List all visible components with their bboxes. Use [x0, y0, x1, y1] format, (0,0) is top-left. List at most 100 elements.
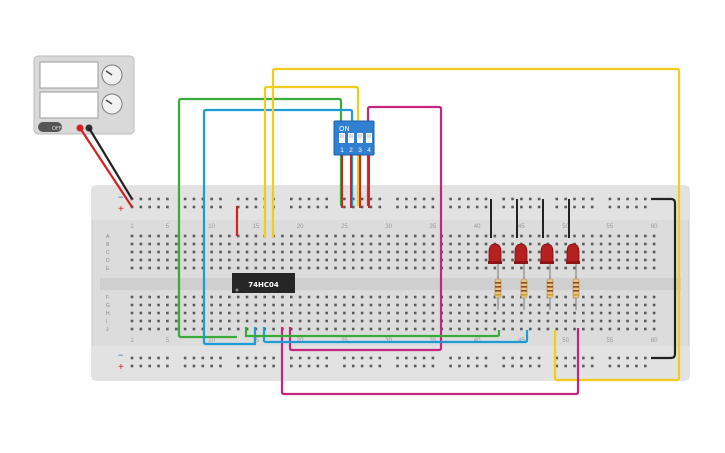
column-number: 60 — [651, 224, 658, 230]
resistor-band — [573, 290, 579, 292]
row-letter: B — [106, 242, 110, 248]
resistor-band — [547, 282, 553, 284]
dip-switch-number: 2 — [349, 147, 353, 154]
center-channel — [100, 278, 681, 290]
rail-bottom-minus-label: − — [118, 350, 123, 360]
row-letter: F — [106, 295, 109, 301]
ic-74hc04[interactable]: 74HC04 — [232, 273, 295, 293]
wire-yellow-led[interactable] — [271, 67, 681, 382]
power-button-label: OFF — [52, 126, 62, 132]
column-number: 15 — [253, 338, 260, 344]
column-number: 30 — [385, 224, 392, 230]
dip-switch-number: 3 — [358, 147, 362, 154]
resistor-band — [495, 282, 501, 284]
row-letter: C — [106, 250, 110, 256]
wire-yellow-switch[interactable] — [263, 85, 360, 238]
dip-switch-key-slider-3 — [358, 134, 362, 138]
led-4-body — [566, 243, 580, 263]
row-letter: A — [106, 234, 110, 240]
resistor-band — [573, 286, 579, 288]
led-2[interactable] — [514, 243, 528, 278]
power-supply[interactable]: OFF — [33, 55, 135, 135]
column-number: 60 — [651, 338, 658, 344]
resistor-band — [521, 282, 527, 284]
row-letter: G — [106, 303, 110, 309]
column-number: 40 — [474, 224, 481, 230]
supply-wire-positive[interactable] — [79, 127, 133, 208]
dip-switch-number: 1 — [340, 147, 344, 154]
wire-green[interactable] — [177, 97, 343, 339]
rail-bottom-plus-label: + — [118, 362, 124, 373]
wire-magenta-led[interactable] — [280, 327, 580, 396]
column-number: 10 — [208, 224, 215, 230]
led-3[interactable] — [540, 243, 554, 278]
led-3-rim — [540, 261, 554, 264]
wire-magenta-switch[interactable] — [288, 105, 443, 352]
column-number: 20 — [297, 224, 304, 230]
resistor-band — [495, 286, 501, 288]
column-number: 10 — [208, 338, 215, 344]
led-1-body — [488, 243, 502, 263]
resistor-band — [573, 294, 579, 296]
ic-label: 74HC04 — [248, 281, 279, 289]
led-4-rim — [566, 261, 580, 264]
dip-switch-number: 4 — [367, 147, 371, 154]
column-number: 35 — [430, 224, 437, 230]
led-2-rim — [514, 261, 528, 264]
wire-blue-led[interactable] — [262, 327, 529, 344]
resistor-2[interactable] — [520, 276, 528, 310]
dip-switch-key-slider-1 — [340, 134, 344, 138]
led-1[interactable] — [488, 243, 502, 278]
column-number: 5 — [166, 224, 170, 230]
column-number: 25 — [341, 224, 348, 230]
column-number: 15 — [253, 224, 260, 230]
column-number: 1 — [130, 338, 134, 344]
dip-switch-on-label: ON — [339, 125, 350, 133]
current-display — [39, 91, 99, 119]
column-number: 55 — [607, 224, 614, 230]
supply-wire-negative[interactable] — [88, 127, 133, 200]
resistor-band — [521, 286, 527, 288]
rail-ground-jumper[interactable] — [651, 197, 677, 360]
resistor-band — [547, 294, 553, 296]
rail-top-minus-label: − — [118, 192, 123, 202]
resistor-1[interactable] — [494, 276, 502, 310]
resistor-4[interactable] — [572, 276, 580, 310]
led-1-rim — [488, 261, 502, 264]
power-button[interactable] — [38, 122, 62, 132]
resistor-body — [494, 278, 502, 299]
voltage-knob-pointer — [105, 70, 113, 76]
wire-blue-switch[interactable] — [202, 108, 354, 346]
resistor-body — [572, 278, 580, 299]
resistor-body — [546, 278, 554, 299]
resistor-band — [521, 290, 527, 292]
voltage-display — [39, 61, 99, 89]
rail-top-plus-label: + — [118, 204, 124, 215]
led-2-body — [514, 243, 528, 263]
column-number: 55 — [607, 338, 614, 344]
resistor-band — [547, 286, 553, 288]
column-number: 50 — [562, 224, 569, 230]
resistor-body — [520, 278, 528, 299]
column-number: 50 — [562, 338, 569, 344]
ic-pin1-dot — [235, 288, 239, 292]
wire-green-led[interactable] — [244, 327, 501, 338]
dip-switch-key-slider-2 — [349, 134, 353, 138]
led-3-body — [540, 243, 554, 263]
column-number: 5 — [166, 338, 170, 344]
resistor-band — [495, 290, 501, 292]
resistor-band — [573, 282, 579, 284]
led-array — [488, 243, 580, 310]
current-knob-pointer — [105, 99, 113, 105]
resistor-band — [521, 294, 527, 296]
row-letter: D — [106, 258, 110, 264]
column-number: 1 — [130, 224, 134, 230]
dip-switch-legs — [341, 155, 370, 208]
resistor-3[interactable] — [546, 276, 554, 310]
column-number: 45 — [518, 224, 525, 230]
led-4[interactable] — [566, 243, 580, 278]
